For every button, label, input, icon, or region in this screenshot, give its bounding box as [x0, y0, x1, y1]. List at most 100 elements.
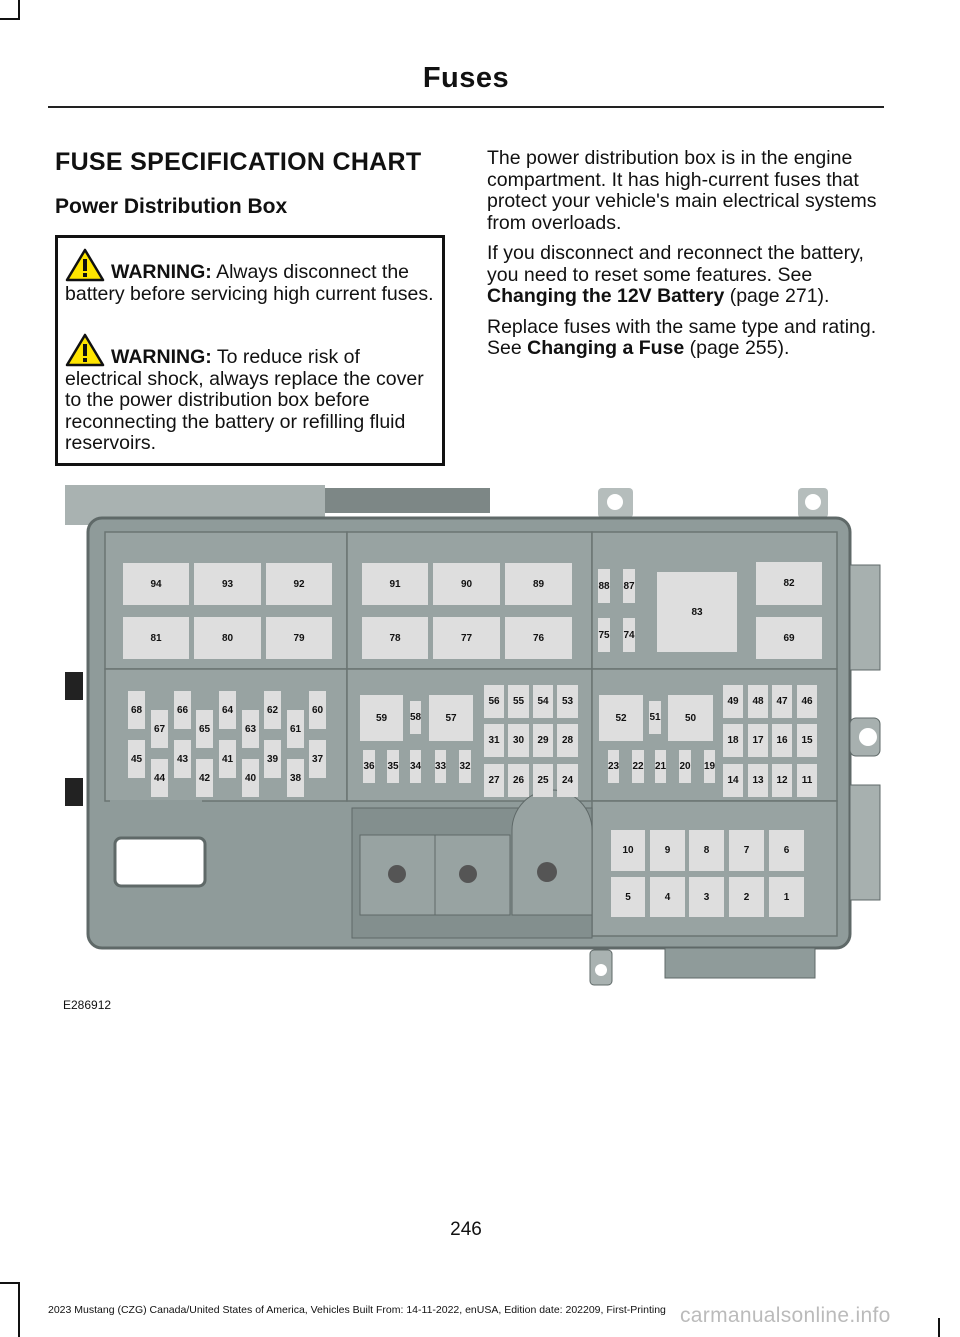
- fuse-87: 87: [623, 569, 635, 603]
- page-header-title: Fuses: [422, 62, 510, 94]
- fuse-83: 83: [657, 572, 737, 652]
- text: (page 271).: [724, 285, 830, 307]
- footer-text: 2023 Mustang (CZG) Canada/United States …: [48, 1304, 666, 1316]
- fuse-79: 79: [266, 617, 332, 659]
- crop-mark: [938, 1318, 940, 1337]
- fuse-68: 68: [128, 691, 145, 729]
- fuse-47: 47: [772, 685, 792, 718]
- fuse-66: 66: [174, 691, 191, 729]
- section-title: FUSE SPECIFICATION CHART: [55, 148, 422, 176]
- fuse-56: 56: [484, 685, 504, 718]
- paragraph-replace: Replace fuses with the same type and rat…: [487, 315, 887, 360]
- fuse-30: 30: [508, 724, 529, 757]
- fuse-14: 14: [723, 764, 743, 797]
- fuse-23: 23: [608, 750, 619, 783]
- fuse-81: 81: [123, 617, 189, 659]
- crop-mark: [18, 0, 20, 20]
- fuse-46: 46: [797, 685, 817, 718]
- fuse-18: 18: [723, 724, 743, 757]
- fuse-27: 27: [484, 764, 504, 797]
- fuse-43: 43: [174, 740, 191, 778]
- fuse-62: 62: [264, 691, 281, 729]
- fuse-74: 74: [623, 618, 635, 652]
- fuse-15: 15: [797, 724, 817, 757]
- fuse-54: 54: [533, 685, 553, 718]
- fuse-19: 19: [704, 750, 715, 783]
- fuse-39: 39: [264, 740, 281, 778]
- fuse-60: 60: [309, 691, 326, 729]
- fuse-93: 93: [194, 563, 261, 605]
- fuse-80: 80: [194, 617, 261, 659]
- fuse-88: 88: [598, 569, 610, 603]
- text: (page 255).: [684, 337, 790, 359]
- paragraph-battery: If you disconnect and reconnect the batt…: [487, 242, 887, 308]
- fuse-38: 38: [287, 759, 304, 797]
- fuse-24: 24: [557, 764, 578, 797]
- fuse-82: 82: [756, 562, 822, 605]
- fuse-20: 20: [679, 750, 691, 783]
- fuse-26: 26: [508, 764, 529, 797]
- fuse-49: 49: [723, 685, 743, 718]
- fuse-77: 77: [433, 617, 500, 659]
- watermark: carmanualsonline.info: [680, 1304, 891, 1327]
- fuse-12: 12: [772, 764, 792, 797]
- fuse-90: 90: [433, 563, 500, 605]
- fuse-22: 22: [632, 750, 644, 783]
- fuse-91: 91: [362, 563, 428, 605]
- fuse-40: 40: [242, 759, 259, 797]
- fuse-10: 10: [611, 830, 645, 871]
- fuse-61: 61: [287, 710, 304, 748]
- fuse-21: 21: [655, 750, 666, 783]
- fuse-33: 33: [435, 750, 446, 783]
- page-number: 246: [450, 1219, 482, 1240]
- fuse-5: 5: [611, 877, 645, 917]
- fuse-42: 42: [196, 759, 213, 797]
- section-subtitle: Power Distribution Box: [55, 195, 288, 218]
- fuse-3: 3: [689, 877, 724, 917]
- fuse-76: 76: [505, 617, 572, 659]
- fuse-51: 51: [649, 701, 661, 734]
- fuse-53: 53: [557, 685, 578, 718]
- fuse-44: 44: [151, 759, 168, 797]
- warning-label: WARNING:: [111, 346, 212, 368]
- warning-text: To reduce risk of electrical shock, alwa…: [65, 346, 424, 454]
- text: If you disconnect and reconnect the batt…: [487, 242, 864, 286]
- right-column: The power distribution box is in the eng…: [487, 147, 887, 369]
- fuse-29: 29: [533, 724, 553, 757]
- header-divider: [48, 106, 884, 108]
- fuse-50: 50: [668, 695, 713, 741]
- warning-2: WARNING: To reduce risk of electrical sh…: [65, 333, 440, 455]
- fuse-45: 45: [128, 740, 145, 778]
- fuse-8: 8: [689, 830, 724, 871]
- fuse-89: 89: [505, 563, 572, 605]
- fuse-37: 37: [309, 740, 326, 778]
- warning-triangle-icon: [65, 248, 105, 282]
- fuse-1: 1: [769, 877, 804, 917]
- fuse-13: 13: [748, 764, 768, 797]
- fuse-94: 94: [123, 563, 189, 605]
- fuse-67: 67: [151, 710, 168, 748]
- fuse-36: 36: [363, 750, 375, 783]
- crop-mark: [18, 1282, 20, 1337]
- fuse-31: 31: [484, 724, 504, 757]
- fuse-78: 78: [362, 617, 428, 659]
- warning-triangle-icon: [65, 333, 105, 367]
- link-changing-fuse[interactable]: Changing a Fuse: [527, 337, 685, 359]
- fuse-52: 52: [599, 695, 643, 741]
- warning-label: WARNING:: [111, 261, 212, 283]
- crop-mark: [0, 1282, 20, 1284]
- fuse-32: 32: [459, 750, 471, 783]
- fuse-7: 7: [729, 830, 764, 871]
- link-changing-battery[interactable]: Changing the 12V Battery: [487, 285, 725, 307]
- text: Replace fuses with the same type and rat…: [487, 315, 877, 359]
- fuse-41: 41: [219, 740, 236, 778]
- fuse-55: 55: [508, 685, 529, 718]
- fuse-65: 65: [196, 710, 213, 748]
- fuse-64: 64: [219, 691, 236, 729]
- fuse-17: 17: [748, 724, 768, 757]
- fuse-11: 11: [797, 764, 817, 797]
- fuse-9: 9: [650, 830, 685, 871]
- fuse-25: 25: [533, 764, 553, 797]
- image-id: E286912: [63, 998, 112, 1012]
- fuse-69: 69: [756, 617, 822, 659]
